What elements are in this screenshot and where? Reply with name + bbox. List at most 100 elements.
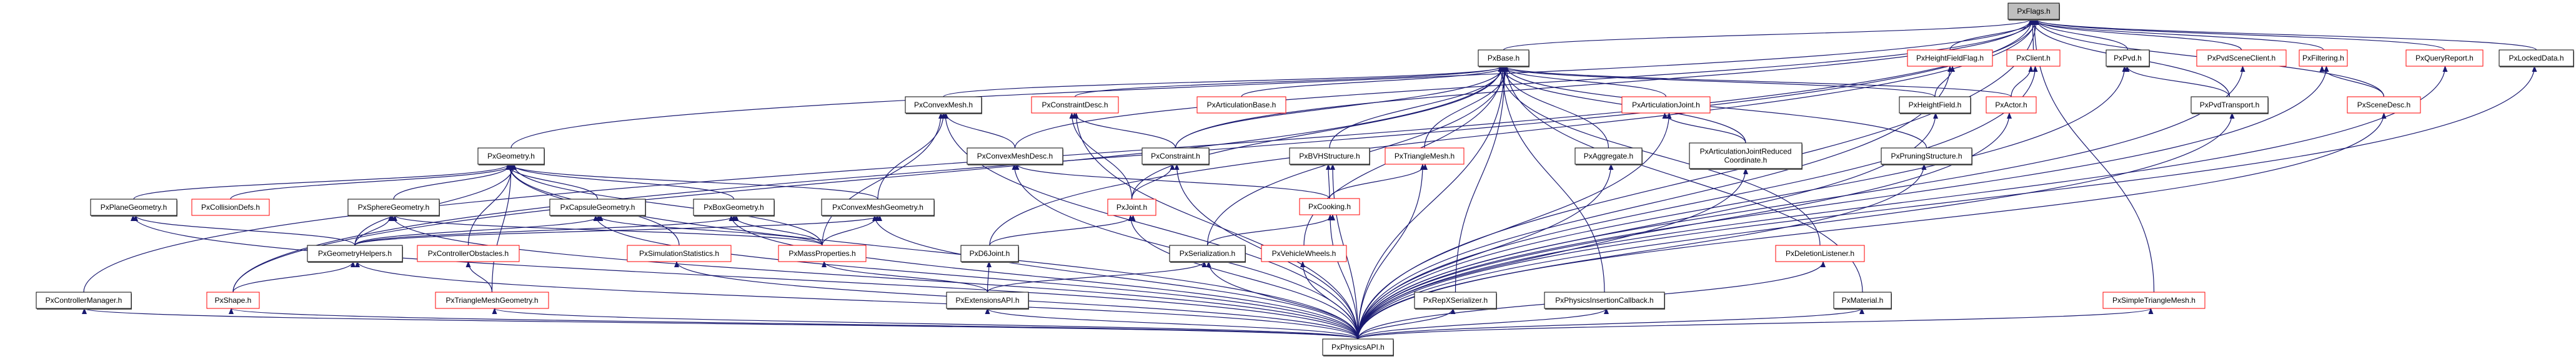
node-box[interactable] xyxy=(1574,147,1643,165)
node-px-controller-manager[interactable]: PxControllerManager.h xyxy=(36,292,132,310)
node-px-articulation-joint[interactable]: PxArticulationJoint.h xyxy=(1621,96,1711,114)
node-px-box-geometry[interactable]: PxBoxGeometry.h xyxy=(693,199,775,217)
node-px-pruning-structure[interactable]: PxPruningStructure.h xyxy=(1881,147,1972,165)
node-px-geometry[interactable]: PxGeometry.h xyxy=(477,147,545,165)
node-px-flags[interactable]: PxFlags.h xyxy=(2007,2,2060,21)
node-box[interactable] xyxy=(191,199,270,216)
node-box[interactable] xyxy=(946,292,1029,309)
node-px-capsule-geometry[interactable]: PxCapsuleGeometry.h xyxy=(549,199,646,217)
node-box[interactable] xyxy=(960,245,1019,262)
node-box[interactable] xyxy=(1299,198,1360,215)
node-px-scene-desc[interactable]: PxSceneDesc.h xyxy=(2347,96,2421,114)
node-px-joint[interactable]: PxJoint.h xyxy=(1107,199,1156,216)
node-box[interactable] xyxy=(1414,292,1497,309)
node-box[interactable] xyxy=(905,96,982,114)
node-box[interactable] xyxy=(2196,49,2287,67)
node-px-simulation-statistics[interactable]: PxSimulationStatistics.h xyxy=(627,245,732,262)
node-px-base[interactable]: PxBase.h xyxy=(1478,49,1529,67)
node-box[interactable] xyxy=(2299,49,2348,67)
node-px-rep-x-serializer[interactable]: PxRepXSerializer.h xyxy=(1414,292,1497,310)
node-box[interactable] xyxy=(627,245,732,262)
node-px-physics-insertion-callback[interactable]: PxPhysicsInsertionCallback.h xyxy=(1544,292,1665,310)
node-box[interactable] xyxy=(1107,199,1156,216)
node-px-extensions-api[interactable]: PxExtensionsAPI.h xyxy=(946,292,1029,310)
node-px-constraint[interactable]: PxConstraint.h xyxy=(1141,147,1210,165)
node-px-locked-data[interactable]: PxLockedData.h xyxy=(2499,49,2574,67)
node-px-convex-mesh-desc[interactable]: PxConvexMeshDesc.h xyxy=(967,147,1063,165)
node-px-physics-api[interactable]: PxPhysicsAPI.h xyxy=(1322,338,1394,357)
node-box[interactable] xyxy=(1986,96,2037,114)
node-px-cooking[interactable]: PxCooking.h xyxy=(1299,198,1360,215)
node-box[interactable] xyxy=(1169,245,1246,262)
node-box[interactable] xyxy=(693,199,775,216)
node-box[interactable] xyxy=(2102,292,2206,309)
node-box[interactable] xyxy=(2405,49,2484,67)
node-box[interactable] xyxy=(417,245,520,262)
node-box[interactable] xyxy=(1899,96,1971,114)
node-box[interactable] xyxy=(1907,49,1993,67)
node-box[interactable] xyxy=(1385,147,1465,165)
node-px-simple-triangle-mesh[interactable]: PxSimpleTriangleMesh.h xyxy=(2102,292,2206,309)
node-px-pvd-transport[interactable]: PxPvdTransport.h xyxy=(2191,96,2269,114)
node-box[interactable] xyxy=(2191,96,2269,114)
node-px-geometry-helpers[interactable]: PxGeometryHelpers.h xyxy=(307,245,403,263)
node-box[interactable] xyxy=(90,199,177,216)
node-px-shape[interactable]: PxShape.h xyxy=(206,292,260,309)
node-box[interactable] xyxy=(206,292,260,309)
node-box[interactable] xyxy=(1775,245,1865,262)
node-px-controller-obstacles[interactable]: PxControllerObstacles.h xyxy=(417,245,520,262)
node-px-actor[interactable]: PxActor.h xyxy=(1986,96,2037,114)
node-px-convex-mesh[interactable]: PxConvexMesh.h xyxy=(905,96,982,114)
node-box[interactable] xyxy=(1833,292,1892,309)
node-box[interactable] xyxy=(821,199,935,216)
node-px-convex-mesh-geometry[interactable]: PxConvexMeshGeometry.h xyxy=(821,199,935,217)
node-box[interactable] xyxy=(2006,49,2061,67)
node-px-articulation-base[interactable]: PxArticulationBase.h xyxy=(1196,96,1286,114)
node-px-plane-geometry[interactable]: PxPlaneGeometry.h xyxy=(90,199,177,217)
node-px-pvd-scene-client[interactable]: PxPvdSceneClient.h xyxy=(2196,49,2287,67)
node-px-height-field[interactable]: PxHeightField.h xyxy=(1899,96,1971,114)
node-box[interactable] xyxy=(2106,49,2150,67)
node-box[interactable] xyxy=(549,199,646,216)
node-px-collision-defs[interactable]: PxCollisionDefs.h xyxy=(191,199,270,216)
node-box[interactable] xyxy=(1196,96,1286,114)
node-px-vehicle-wheels[interactable]: PxVehicleWheels.h xyxy=(1261,245,1347,262)
node-px-constraint-desc[interactable]: PxConstraintDesc.h xyxy=(1031,96,1119,114)
node-box[interactable] xyxy=(435,292,549,309)
node-px-serialization[interactable]: PxSerialization.h xyxy=(1169,245,1246,263)
node-px-material[interactable]: PxMaterial.h xyxy=(1833,292,1892,310)
node-box[interactable] xyxy=(967,147,1063,165)
node-box[interactable] xyxy=(1261,245,1347,262)
node-px-d6-joint[interactable]: PxD6Joint.h xyxy=(960,245,1019,263)
node-box[interactable] xyxy=(2499,49,2574,67)
node-box[interactable] xyxy=(477,147,545,165)
node-px-sphere-geometry[interactable]: PxSphereGeometry.h xyxy=(347,199,440,217)
node-box[interactable] xyxy=(1544,292,1665,309)
node-px-deletion-listener[interactable]: PxDeletionListener.h xyxy=(1775,245,1865,262)
node-box[interactable] xyxy=(1689,142,1803,169)
node-px-aggregate[interactable]: PxAggregate.h xyxy=(1574,147,1643,165)
node-px-pvd[interactable]: PxPvd.h xyxy=(2106,49,2150,67)
node-box[interactable] xyxy=(347,199,440,216)
node-box[interactable] xyxy=(778,245,867,262)
node-box[interactable] xyxy=(1478,49,1529,67)
node-box[interactable] xyxy=(307,245,403,262)
node-px-triangle-mesh[interactable]: PxTriangleMesh.h xyxy=(1385,147,1465,165)
node-px-mass-properties[interactable]: PxMassProperties.h xyxy=(778,245,867,262)
node-px-height-field-flag[interactable]: PxHeightFieldFlag.h xyxy=(1907,49,1993,67)
node-box[interactable] xyxy=(1881,147,1972,165)
node-box[interactable] xyxy=(1289,147,1370,165)
node-px-triangle-mesh-geometry[interactable]: PxTriangleMeshGeometry.h xyxy=(435,292,549,309)
node-box[interactable] xyxy=(36,292,132,309)
node-box[interactable] xyxy=(2007,2,2060,20)
node-px-filtering[interactable]: PxFiltering.h xyxy=(2299,49,2348,67)
node-box[interactable] xyxy=(2347,96,2421,114)
node-px-bvh-structure[interactable]: PxBVHStructure.h xyxy=(1289,147,1370,165)
node-box[interactable] xyxy=(1322,338,1394,356)
node-px-client[interactable]: PxClient.h xyxy=(2006,49,2061,67)
node-px-query-report[interactable]: PxQueryReport.h xyxy=(2405,49,2484,67)
node-box[interactable] xyxy=(1141,147,1210,165)
node-box[interactable] xyxy=(1031,96,1119,114)
node-box[interactable] xyxy=(1621,96,1711,114)
